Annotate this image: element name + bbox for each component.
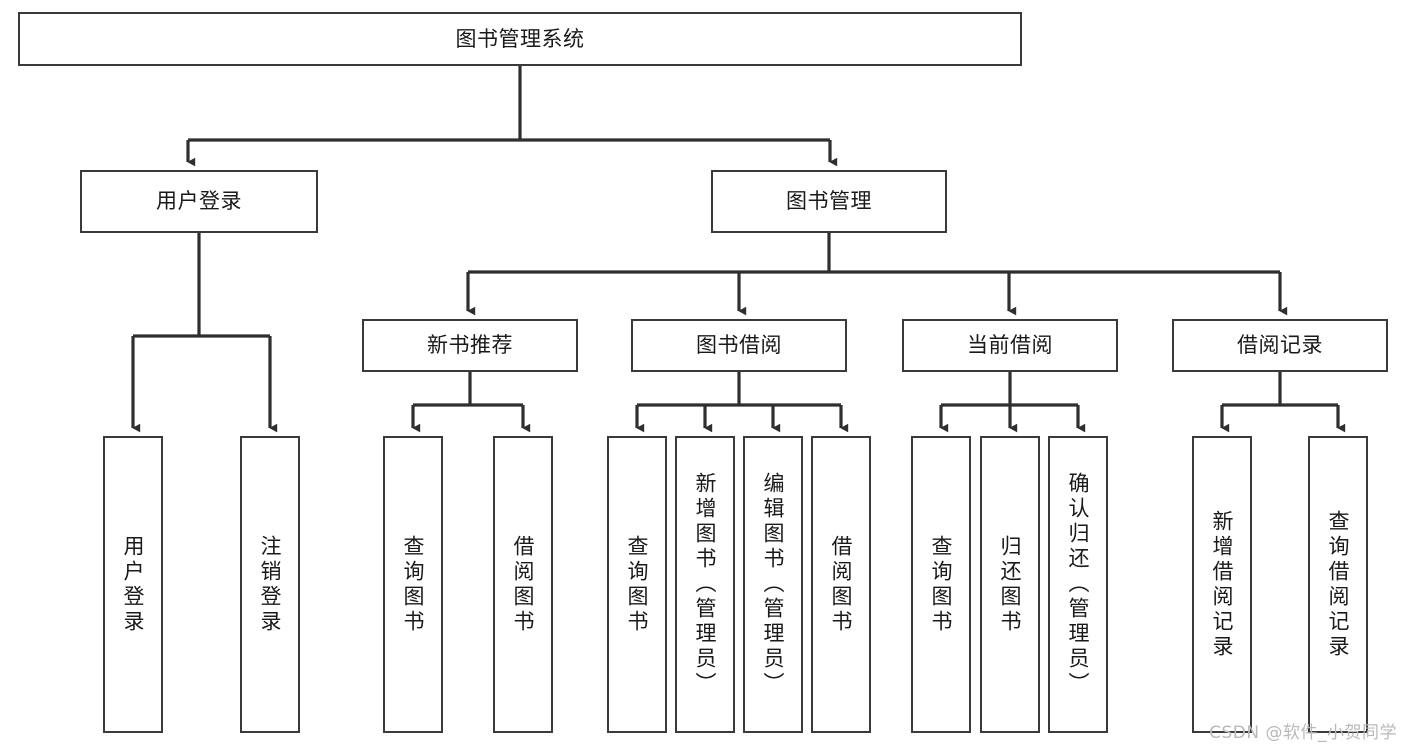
node-label: 新增借阅记录 <box>1210 509 1235 660</box>
node-label: 确认归还（管理员） <box>1066 472 1091 697</box>
node-label: 用户登录 <box>156 189 242 214</box>
node-label: 用户登录 <box>121 534 146 635</box>
node-leaf-return-book[interactable]: 归还图书 <box>980 436 1040 733</box>
node-leaf-edit-book[interactable]: 编辑图书（管理员） <box>743 436 803 733</box>
node-book-borrow[interactable]: 图书借阅 <box>631 319 847 372</box>
node-leaf-confirm-return[interactable]: 确认归还（管理员） <box>1048 436 1108 733</box>
node-book-management[interactable]: 图书管理 <box>711 170 947 233</box>
node-label: 借阅记录 <box>1237 333 1323 358</box>
node-label: 图书管理系统 <box>455 26 585 51</box>
node-user-login[interactable]: 用户登录 <box>80 170 318 233</box>
node-leaf-borrow-book-2[interactable]: 借阅图书 <box>811 436 871 733</box>
node-current-borrow[interactable]: 当前借阅 <box>902 319 1118 372</box>
node-leaf-query-book-3[interactable]: 查询图书 <box>911 436 971 733</box>
node-label: 图书借阅 <box>696 333 782 358</box>
node-leaf-query-book-1[interactable]: 查询图书 <box>383 436 443 733</box>
node-leaf-query-record[interactable]: 查询借阅记录 <box>1308 436 1368 733</box>
node-label: 编辑图书（管理员） <box>761 472 786 697</box>
node-label: 查询图书 <box>929 534 954 635</box>
node-leaf-add-book[interactable]: 新增图书（管理员） <box>675 436 735 733</box>
node-label: 查询借阅记录 <box>1326 509 1351 660</box>
node-label: 查询图书 <box>625 534 650 635</box>
node-label: 注销登录 <box>258 534 283 635</box>
node-label: 当前借阅 <box>967 333 1053 358</box>
node-label: 借阅图书 <box>829 534 854 635</box>
node-label: 归还图书 <box>998 534 1023 635</box>
node-label: 借阅图书 <box>511 534 536 635</box>
node-leaf-add-record[interactable]: 新增借阅记录 <box>1192 436 1252 733</box>
node-label: 新书推荐 <box>427 333 513 358</box>
watermark: CSDN @软件_小贺同学 <box>1209 723 1397 743</box>
node-new-book-recommend[interactable]: 新书推荐 <box>362 319 578 372</box>
node-label: 新增图书（管理员） <box>693 472 718 697</box>
node-label: 查询图书 <box>401 534 426 635</box>
node-root-system[interactable]: 图书管理系统 <box>18 12 1022 66</box>
node-leaf-query-book-2[interactable]: 查询图书 <box>607 436 667 733</box>
node-leaf-borrow-book-1[interactable]: 借阅图书 <box>493 436 553 733</box>
node-leaf-logout-login[interactable]: 注销登录 <box>240 436 300 733</box>
node-leaf-user-login[interactable]: 用户登录 <box>103 436 163 733</box>
node-borrow-record[interactable]: 借阅记录 <box>1172 319 1388 372</box>
node-label: 图书管理 <box>786 189 872 214</box>
